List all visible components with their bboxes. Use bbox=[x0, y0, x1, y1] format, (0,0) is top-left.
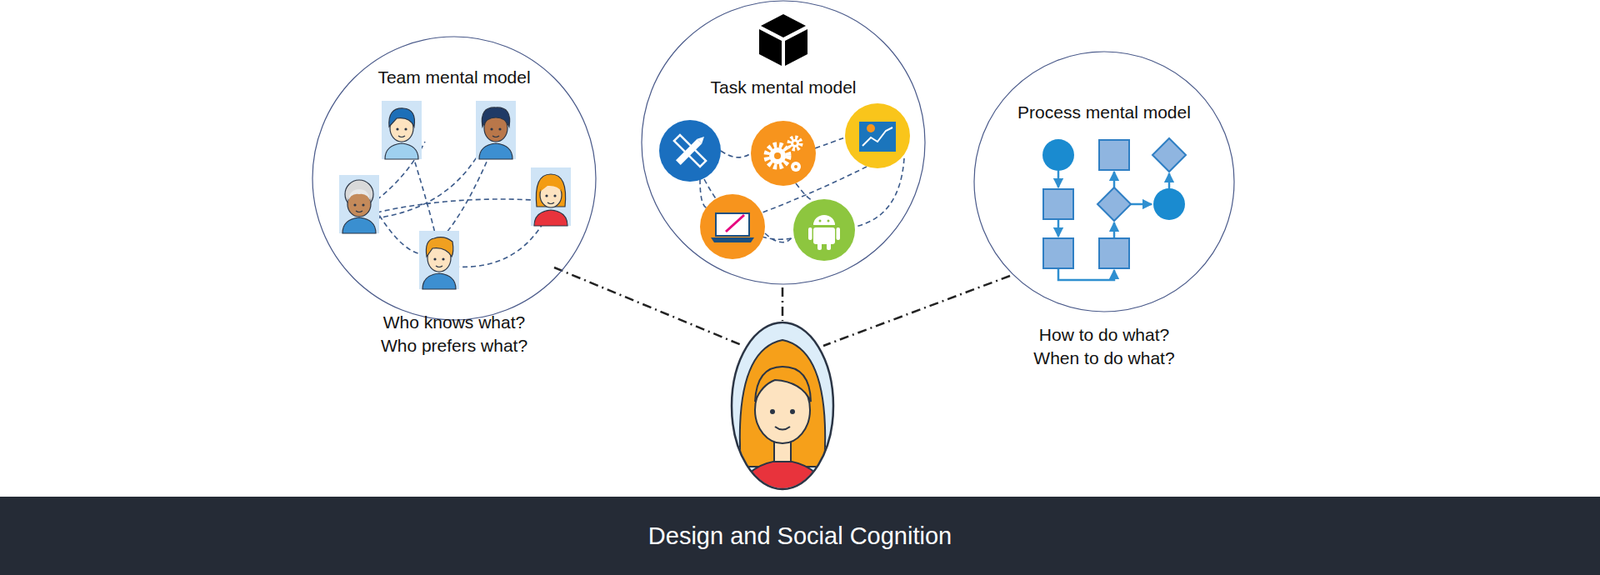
chart-icon bbox=[845, 103, 910, 169]
model-questions: Who knows what? Who prefers what? bbox=[375, 310, 534, 358]
gears-icon bbox=[750, 120, 816, 186]
team-avatar bbox=[381, 100, 422, 160]
flowchart-icon bbox=[1042, 138, 1186, 280]
circle-outline bbox=[641, 0, 925, 285]
mental-model-circle: Process mental modelHow to do what? When… bbox=[973, 50, 1235, 313]
mental-model-circle: Task mental model bbox=[640, 0, 926, 285]
cube-icon bbox=[759, 14, 808, 66]
model-heading: Team mental model bbox=[377, 65, 530, 90]
team-avatar bbox=[530, 167, 571, 226]
laptop-icon bbox=[700, 194, 765, 260]
person-avatar bbox=[731, 322, 834, 500]
circle-outline bbox=[312, 36, 596, 320]
caption-text: Design and Social Cognition bbox=[0, 496, 1600, 575]
caption-bar: Design and Social Cognition bbox=[0, 496, 1600, 575]
android-icon bbox=[793, 199, 855, 261]
circle-outline bbox=[973, 50, 1235, 313]
team-avatar bbox=[339, 175, 380, 234]
circle-outline bbox=[640, 0, 926, 285]
team-avatar bbox=[419, 230, 460, 290]
design-icon bbox=[659, 120, 721, 182]
model-heading: Process mental model bbox=[1017, 100, 1191, 125]
model-heading: Task mental model bbox=[710, 75, 856, 100]
team-links bbox=[375, 141, 546, 267]
circle-outline bbox=[974, 51, 1235, 312]
mental-model-circle: Team mental modelWho knows what? Who pre… bbox=[311, 35, 597, 321]
team-avatar bbox=[475, 100, 516, 160]
model-questions: How to do what? When to do what? bbox=[1025, 323, 1184, 370]
